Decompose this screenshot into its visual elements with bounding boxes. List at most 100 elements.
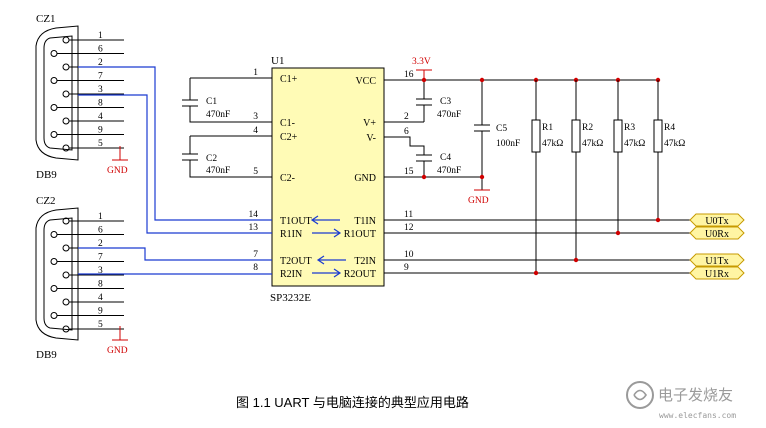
cz2-pin-socket bbox=[50, 312, 58, 319]
chip-pin-name: VCC bbox=[355, 76, 376, 87]
chip-pin-name: R2IN bbox=[280, 269, 302, 280]
cz2-pin-socket bbox=[50, 231, 58, 238]
watermark-logo-icon bbox=[626, 381, 654, 409]
chip-pin-number: 9 bbox=[404, 263, 409, 273]
cz2-pin-number: 3 bbox=[98, 266, 103, 276]
junction-dot bbox=[615, 230, 621, 236]
resistor-ref: R2 bbox=[582, 123, 593, 133]
resistor-ref: R4 bbox=[664, 123, 675, 133]
chip-pin-number: 12 bbox=[404, 223, 414, 233]
chip-pin-name: T1OUT bbox=[280, 216, 312, 227]
supply-section: 3.3V C3 470nF C4 470nF C5 100nF GND R147… bbox=[384, 57, 685, 273]
chip-pin-name: R1IN bbox=[280, 229, 302, 240]
cz1-type: DB9 bbox=[36, 169, 57, 181]
cz1-pin-number: 2 bbox=[98, 58, 103, 68]
c3-ref: C3 bbox=[440, 97, 451, 107]
net-label-flag bbox=[689, 253, 745, 267]
left-caps: C1 470nF C2 470nF bbox=[182, 77, 272, 178]
net-label-flag bbox=[689, 266, 745, 280]
c1-ref: C1 bbox=[206, 97, 217, 107]
cz2-pin-socket bbox=[62, 244, 70, 252]
cz2-pin-number: 5 bbox=[98, 320, 103, 330]
wire-cz1-pin3-r1in bbox=[78, 94, 272, 234]
c4-ref: C4 bbox=[440, 153, 451, 163]
arrow-r1 bbox=[312, 228, 342, 238]
cz1-shell bbox=[35, 25, 79, 161]
figure-caption: 图 1.1 UART 与电脑连接的典型应用电路 bbox=[236, 395, 469, 410]
resistor-value: 47kΩ bbox=[542, 139, 563, 149]
c4-value: 470nF bbox=[437, 166, 461, 176]
cz1-pin-socket bbox=[62, 90, 70, 98]
cz1-pin-socket bbox=[50, 77, 58, 84]
watermark-logo-mark bbox=[633, 389, 647, 401]
chip-pin-name: T2IN bbox=[354, 256, 376, 267]
net-label-flag bbox=[689, 226, 745, 240]
resistor-ref: R3 bbox=[624, 123, 635, 133]
cz1-pin-number: 5 bbox=[98, 139, 103, 149]
cz2-type: DB9 bbox=[36, 349, 57, 361]
cz2-pin-number: 1 bbox=[98, 212, 103, 222]
chip-pin-name: T1IN bbox=[354, 216, 376, 227]
net-label-text: U0Tx bbox=[705, 216, 728, 227]
chip-pin-name: C2+ bbox=[280, 132, 298, 143]
junction-dot bbox=[479, 77, 485, 83]
c5-value: 100nF bbox=[496, 139, 520, 149]
chip-pin-number: 10 bbox=[404, 250, 414, 260]
cz1-pin-number: 4 bbox=[98, 112, 103, 122]
cz1-pin-socket bbox=[62, 36, 70, 44]
chip-pin-name: C1+ bbox=[280, 74, 298, 85]
c3-value: 470nF bbox=[437, 110, 461, 120]
arrow-t2 bbox=[316, 255, 346, 265]
cz1-pin-number: 6 bbox=[98, 45, 103, 55]
c2-value: 470nF bbox=[206, 166, 230, 176]
chip-pin-number: 7 bbox=[253, 250, 258, 260]
cz2-pin-number: 9 bbox=[98, 307, 103, 317]
chip-pin-number: 5 bbox=[253, 167, 258, 177]
watermark: 电子发烧友 www.elecfans.com bbox=[626, 381, 736, 420]
cz2-pin-number: 6 bbox=[98, 226, 103, 236]
cz1-gnd-symbol bbox=[112, 146, 128, 161]
cz1-pin-number: 9 bbox=[98, 126, 103, 136]
junction-dot bbox=[421, 77, 427, 83]
cz1-pin-socket bbox=[50, 131, 58, 138]
chip-pin-number: 2 bbox=[404, 112, 409, 122]
chip-pin-number: 15 bbox=[404, 167, 414, 177]
arrow-t1 bbox=[310, 215, 340, 225]
junction-dot bbox=[421, 174, 427, 180]
net-label-flag bbox=[689, 213, 745, 227]
c1-wires bbox=[182, 77, 272, 123]
resistor-value: 47kΩ bbox=[582, 139, 603, 149]
resistor-body bbox=[531, 119, 541, 153]
gnd-label-c5: GND bbox=[468, 196, 489, 206]
cz2-ref: CZ2 bbox=[36, 195, 56, 207]
chip-pin-name: R1OUT bbox=[344, 229, 376, 240]
arrow-r2 bbox=[312, 268, 342, 278]
junction-dot bbox=[573, 257, 579, 263]
watermark-text: 电子发烧友 bbox=[658, 386, 733, 404]
chip-body bbox=[271, 67, 385, 287]
resistor-body bbox=[613, 119, 623, 153]
cz2-pin-socket bbox=[50, 258, 58, 265]
chip-pin-name: GND bbox=[354, 173, 376, 184]
cz2-pin-number: 2 bbox=[98, 239, 103, 249]
cz2-pin-number: 8 bbox=[98, 280, 103, 290]
chip-pin-number: 13 bbox=[249, 223, 259, 233]
net-label-text: U0Rx bbox=[705, 229, 729, 240]
watermark-url: www.elecfans.com bbox=[659, 411, 736, 420]
chip-pin-number: 8 bbox=[253, 263, 258, 273]
cz1-pin-socket bbox=[50, 50, 58, 57]
resistor-value: 47kΩ bbox=[624, 139, 645, 149]
chip-pin-name: T2OUT bbox=[280, 256, 312, 267]
chip-part: SP3232E bbox=[270, 292, 311, 304]
cz1-gnd-label: GND bbox=[107, 166, 128, 176]
c4-wires bbox=[384, 136, 482, 178]
c2-wires bbox=[182, 135, 272, 178]
chip-pin-number: 4 bbox=[253, 126, 258, 136]
chip-pin-name: C2- bbox=[280, 173, 295, 184]
resistor-ref: R1 bbox=[542, 123, 553, 133]
c2-ref: C2 bbox=[206, 154, 217, 164]
net-label-text: U1Tx bbox=[705, 256, 728, 267]
